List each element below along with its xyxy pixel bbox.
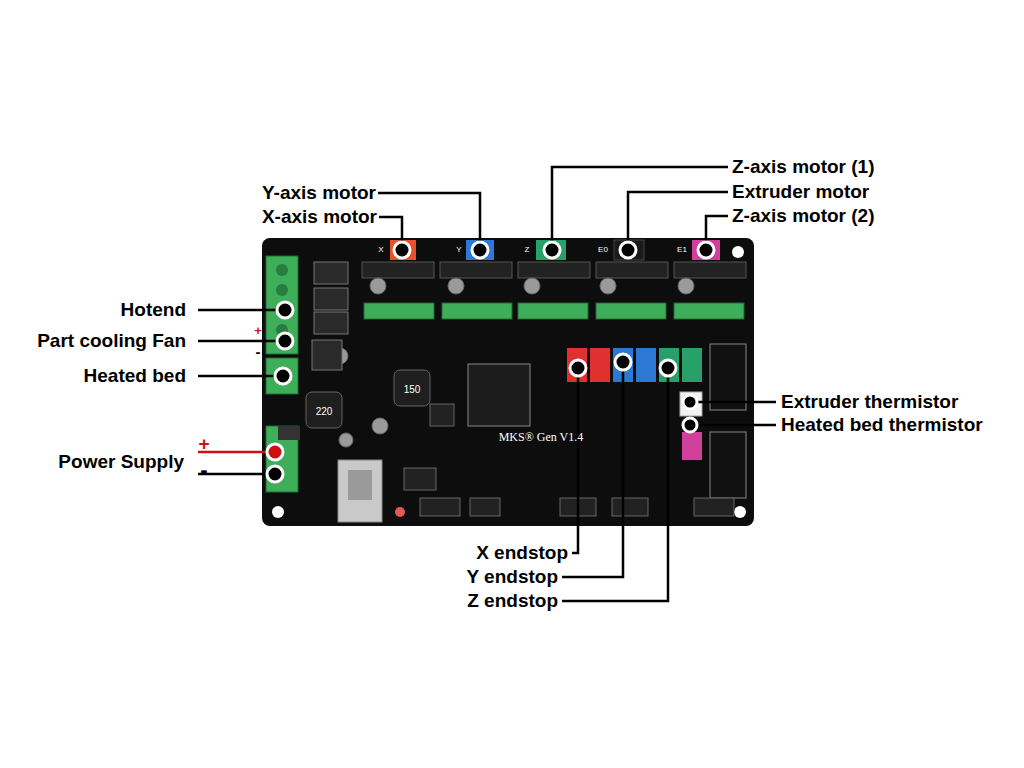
- part-label: Hotend: [121, 300, 186, 321]
- part-label: X-axis motor: [262, 207, 377, 228]
- part-label: X endstop: [476, 543, 568, 564]
- board-silkscreen: X: [378, 246, 383, 255]
- board-silkscreen: MKS® Gen V1.4: [499, 431, 584, 444]
- board-silkscreen: E0: [598, 246, 608, 255]
- part-label: Heated bed: [84, 366, 186, 387]
- polarity-sign: -: [256, 344, 261, 361]
- part-label: Heated bed thermistor: [781, 415, 983, 436]
- board-silkscreen: Z: [525, 246, 530, 255]
- part-label: Extruder motor: [732, 182, 869, 203]
- polarity-sign: -: [200, 458, 207, 482]
- part-label: Z-axis motor (2): [732, 206, 875, 227]
- board-silkscreen: Y: [456, 246, 461, 255]
- polarity-sign: +: [198, 434, 209, 455]
- part-label: Z-axis motor (1): [732, 157, 875, 178]
- part-label: Part cooling Fan: [37, 331, 186, 352]
- polarity-sign: +: [254, 324, 262, 338]
- board-silkscreen: 150: [404, 384, 421, 395]
- part-label: Y-axis motor: [262, 183, 376, 204]
- board-silkscreen: 220: [316, 406, 333, 417]
- part-label: Power Supply: [58, 452, 184, 473]
- part-label: Y endstop: [467, 567, 559, 588]
- board-silkscreen: E1: [677, 246, 687, 255]
- part-label: Extruder thermistor: [781, 392, 958, 413]
- part-label: Z endstop: [467, 591, 558, 612]
